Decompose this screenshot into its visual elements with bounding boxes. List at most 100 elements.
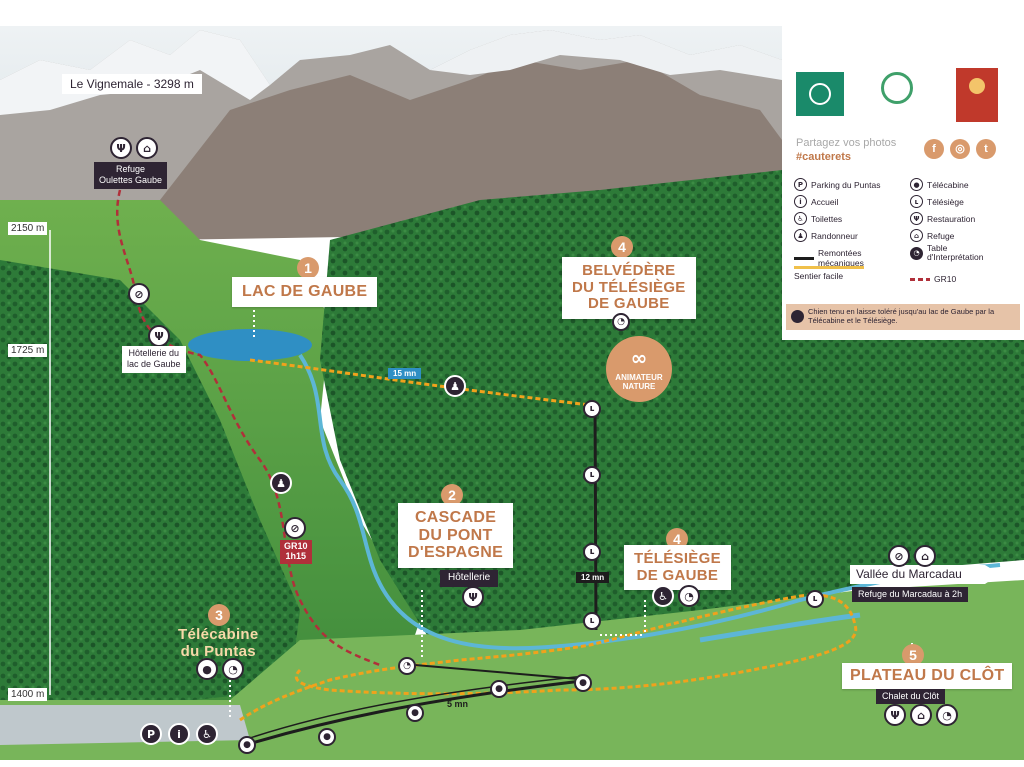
- dog-note-text: Chien tenu en laisse toléré jusqu'au lac…: [808, 307, 995, 326]
- lift-time-badge: 12 mn: [576, 572, 610, 583]
- parc-national-logo: [796, 72, 844, 116]
- marcadau-arrow: [850, 565, 1000, 584]
- restaurant-icon[interactable]: Ψ: [884, 704, 906, 726]
- share-block: Partagez vos photos #cauterets: [796, 136, 896, 165]
- lac-de-gaube: [188, 329, 312, 361]
- altitude-label: 1400 m: [8, 688, 48, 701]
- legend-parking: P Parking du Puntas: [794, 178, 906, 191]
- legend-label: Randonneur: [811, 230, 858, 241]
- gondola-icon[interactable]: ●: [406, 704, 424, 722]
- gr10-badge-time: 1h15: [285, 550, 307, 561]
- telecabine-line: [249, 675, 586, 739]
- interpretation-table-icon[interactable]: ◔: [612, 313, 630, 331]
- toilets-icon[interactable]: ♿: [652, 585, 674, 607]
- legend-label: Restauration: [927, 213, 976, 224]
- site-title-lac-de-gaube[interactable]: LAC DE GAUBE: [232, 277, 378, 307]
- share-hashtag: #cauterets: [796, 151, 852, 164]
- legend-telecabine: ● Télécabine: [910, 178, 1022, 191]
- dog-icon: [791, 310, 804, 323]
- chairlift-icon[interactable]: ʟ: [583, 543, 601, 561]
- legend-label: Parking du Puntas: [811, 179, 881, 190]
- walk-time-badge: 15 mn: [388, 368, 422, 379]
- gondola-icon[interactable]: ●: [574, 674, 592, 692]
- chairlift-icon[interactable]: ʟ: [583, 612, 601, 630]
- legend-label: Sentier facile: [794, 271, 844, 281]
- info-icon: i: [794, 195, 807, 208]
- interpretation-table-icon[interactable]: ◔: [678, 585, 700, 607]
- legend-gr10: GR10: [910, 274, 1022, 284]
- tripadvisor-logo: [874, 72, 920, 116]
- restaurant-icon[interactable]: Ψ: [148, 325, 170, 347]
- no-dogs-icon[interactable]: ⊘: [888, 545, 910, 567]
- chalet-clot-label: Chalet du Clôt: [876, 689, 946, 705]
- vallee-marcadau-label: Vallée du Marcadau: [856, 567, 962, 581]
- hiker-icon[interactable]: ♟: [270, 472, 292, 494]
- bottom-margin: [0, 760, 1024, 767]
- hotellerie-lac-label: Hôtellerie du lac de Gaube: [122, 346, 186, 373]
- legend-label: Accueil: [811, 196, 839, 207]
- site-title-telesiege[interactable]: TÉLÉSIÈGE DE GAUBE: [624, 545, 731, 590]
- hotellerie-label: Hôtellerie: [440, 570, 499, 587]
- animateur-nature-badge[interactable]: ∞ ANIMATEUR NATURE: [606, 336, 672, 402]
- refuge-icon[interactable]: ⌂: [910, 704, 932, 726]
- site-number: 4: [666, 528, 688, 550]
- interpretation-table-icon[interactable]: ◔: [222, 658, 244, 680]
- refuge-icon[interactable]: ⌂: [136, 137, 158, 159]
- legend-refuge: ⌂ Refuge: [910, 229, 1022, 242]
- restaurant-icon[interactable]: Ψ: [110, 137, 132, 159]
- legend-remontees: Remontées mécaniques: [794, 248, 906, 268]
- river: [298, 353, 1001, 651]
- easy-trail-swatch: [794, 266, 864, 269]
- legend-label: Remontées mécaniques: [818, 248, 864, 268]
- gondola-icon[interactable]: ●: [318, 728, 336, 746]
- site-number: 1: [297, 257, 319, 279]
- site-title-belvedere[interactable]: BELVÉDÈRE DU TÉLÉSIÈGE DE GAUBE: [562, 257, 696, 319]
- altitude-label: 2150 m: [8, 222, 48, 235]
- telecabine-line-2: [414, 664, 591, 681]
- site-title-plateau-clot[interactable]: PLATEAU DU CLÔT: [842, 663, 1013, 689]
- legend-sentier: Sentier facile: [794, 266, 906, 281]
- legend-accueil: i Accueil: [794, 195, 906, 208]
- logo-emblem: [969, 78, 985, 94]
- instagram-icon[interactable]: ◎: [950, 139, 970, 159]
- toilets-icon: ♿: [794, 212, 807, 225]
- legend-telesiege: ʟ Télésiège: [910, 195, 1022, 208]
- interpretation-table-icon[interactable]: ◔: [936, 704, 958, 726]
- meadow-bottom: [0, 580, 1024, 760]
- lift-line-swatch: [794, 256, 814, 260]
- gr10-swatch: [910, 277, 930, 281]
- legend-table: ◔ Table d'Interprétation: [910, 243, 1022, 263]
- refuge-marcadau-label: Refuge du Marcadau à 2h: [852, 587, 969, 603]
- twitter-icon[interactable]: t: [976, 139, 996, 159]
- restaurant-icon[interactable]: Ψ: [462, 586, 484, 608]
- no-dogs-icon[interactable]: ⊘: [128, 283, 150, 305]
- refuge-oulettes-label: Refuge Oulettes Gaube: [94, 162, 168, 189]
- chairlift-icon[interactable]: ʟ: [806, 590, 824, 608]
- hiker-icon[interactable]: ♟: [444, 375, 466, 397]
- easy-trail: [249, 358, 591, 407]
- site-number: 3: [208, 604, 230, 626]
- altitude-label: 1725 m: [8, 344, 48, 357]
- chairlift-icon: ʟ: [910, 195, 923, 208]
- info-icon[interactable]: i: [168, 723, 190, 745]
- grands-sites-logo: [956, 68, 998, 122]
- legend-label: Télécabine: [927, 179, 969, 190]
- restaurant-icon: Ψ: [910, 212, 923, 225]
- telesiege-line: [593, 404, 598, 631]
- chairlift-icon[interactable]: ʟ: [583, 400, 601, 418]
- binoculars-icon: ∞: [630, 346, 648, 371]
- gondola-icon[interactable]: ●: [196, 658, 218, 680]
- no-dogs-icon[interactable]: ⊘: [284, 517, 306, 539]
- gondola-icon[interactable]: ●: [238, 736, 256, 754]
- facebook-icon[interactable]: f: [924, 139, 944, 159]
- toilets-icon[interactable]: ♿: [196, 723, 218, 745]
- parking-icon[interactable]: P: [140, 723, 162, 745]
- site-title-cascade[interactable]: CASCADE DU PONT D'ESPAGNE: [398, 503, 514, 568]
- site-title-telecabine[interactable]: Télécabine du Puntas: [178, 626, 259, 660]
- gondola-icon[interactable]: ●: [490, 680, 508, 698]
- chairlift-icon[interactable]: ʟ: [583, 466, 601, 484]
- gondola-icon: ●: [910, 178, 923, 191]
- interpretation-table-icon[interactable]: ◔: [398, 657, 416, 675]
- interpretation-table-icon: ◔: [910, 246, 923, 260]
- refuge-icon[interactable]: ⌂: [914, 545, 936, 567]
